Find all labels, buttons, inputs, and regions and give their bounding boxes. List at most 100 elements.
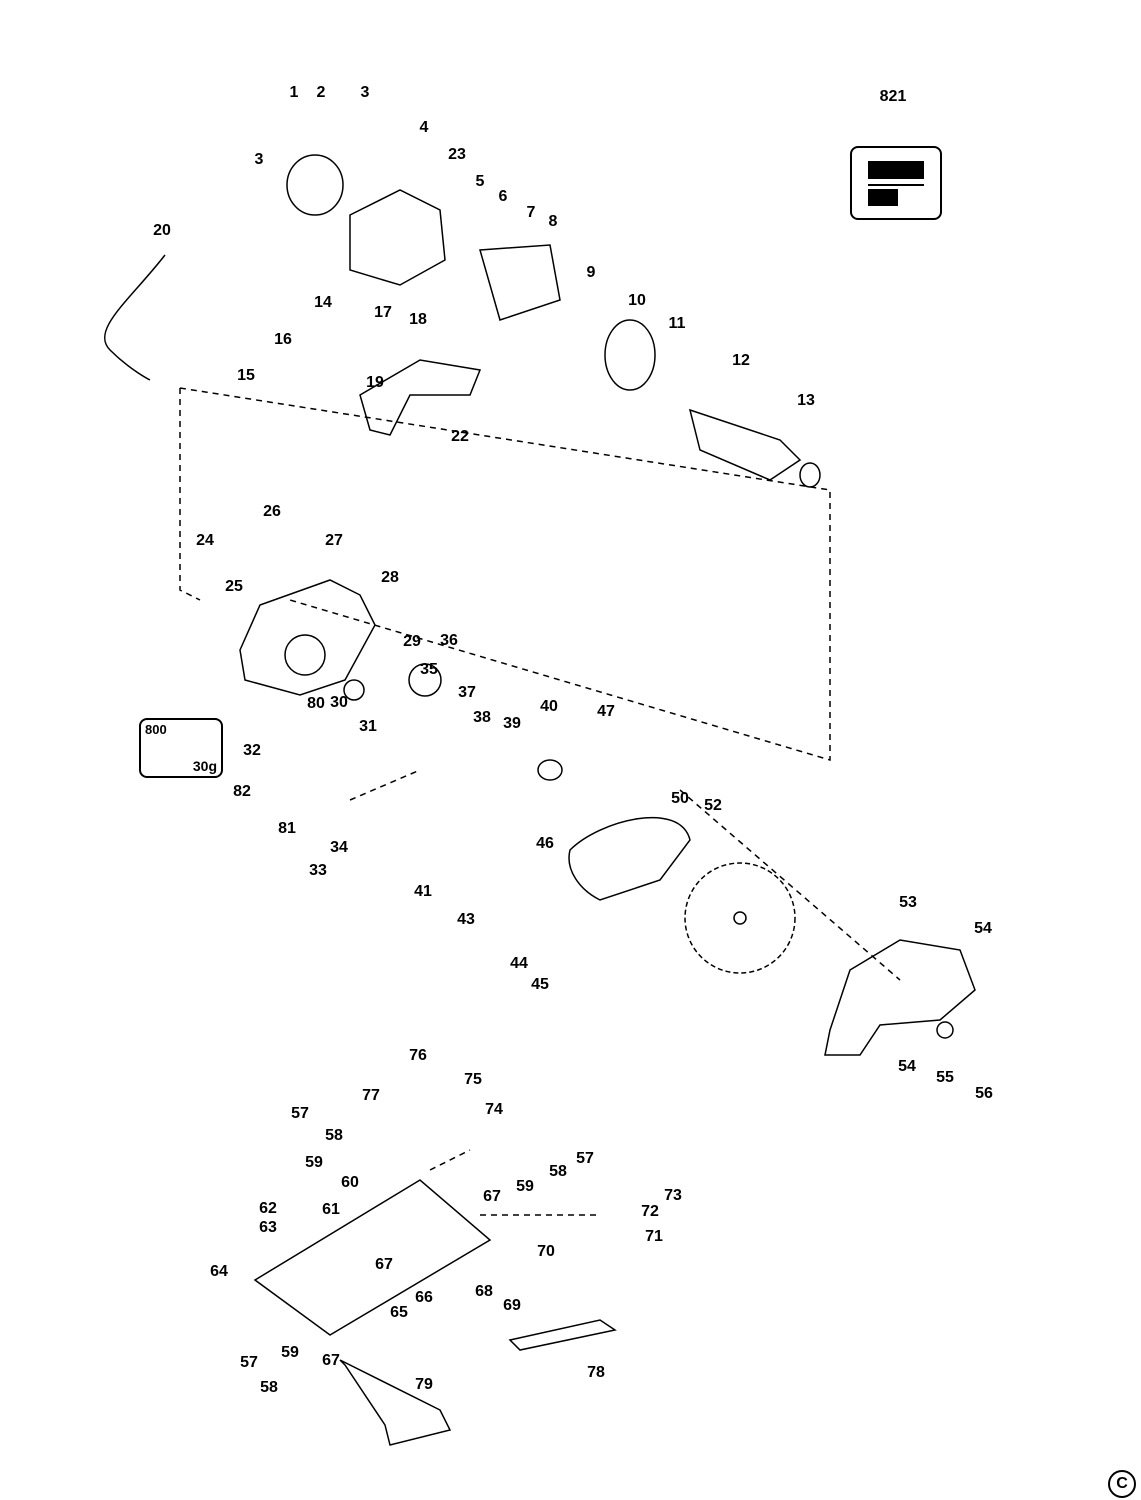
part-callout-47: 47	[597, 703, 615, 720]
part-callout-80: 80	[307, 695, 325, 712]
part-callout-31: 31	[359, 718, 377, 735]
part-callout-27: 27	[325, 532, 343, 549]
part-callout-17: 17	[374, 304, 392, 321]
spindle-bearing	[408, 663, 442, 697]
part-callout-65: 65	[390, 1304, 408, 1321]
part-callout-54: 54	[974, 920, 992, 937]
blade-arbor	[733, 911, 747, 925]
part-callout-73: 73	[664, 1187, 682, 1204]
rip-fence	[339, 1359, 452, 1446]
handle	[359, 359, 482, 436]
part-callout-67: 67	[322, 1352, 340, 1369]
clamp-washer	[936, 1021, 954, 1039]
part-callout-2: 2	[316, 84, 326, 101]
base-plate	[253, 1179, 492, 1336]
part-callout-41: 41	[414, 883, 432, 900]
part-callout-70: 70	[537, 1243, 555, 1260]
part-callout-56: 56	[975, 1085, 993, 1102]
blade-guard	[568, 816, 691, 901]
bevel-bracket	[508, 1319, 617, 1351]
part-callout-32: 32	[243, 742, 261, 759]
field-housing	[349, 189, 446, 286]
spring	[537, 759, 563, 781]
part-callout-19: 19	[366, 374, 384, 391]
part-callout-58: 58	[260, 1379, 278, 1396]
part-callout-1: 1	[289, 84, 299, 101]
part-callout-77: 77	[362, 1087, 380, 1104]
baffle-ring	[604, 319, 656, 391]
copyright-icon: C	[1108, 1470, 1136, 1498]
part-callout-30: 30	[330, 694, 348, 711]
part-callout-67: 67	[375, 1256, 393, 1273]
part-callout-76: 76	[409, 1047, 427, 1064]
part-callout-59: 59	[305, 1154, 323, 1171]
part-callout-28: 28	[381, 569, 399, 586]
power-cord	[103, 254, 166, 381]
part-callout-53: 53	[899, 894, 917, 911]
part-callout-59: 59	[281, 1344, 299, 1361]
part-callout-74: 74	[485, 1101, 503, 1118]
part-callout-45: 45	[531, 976, 549, 993]
part-callout-11: 11	[668, 315, 686, 332]
part-callout-68: 68	[475, 1283, 493, 1300]
part-callout-78: 78	[587, 1364, 605, 1381]
grease-amount: 800	[145, 722, 167, 737]
part-callout-35: 35	[420, 661, 438, 678]
part-callout-64: 64	[210, 1263, 228, 1280]
assembly-dashed-line	[429, 1149, 600, 1216]
part-callout-20: 20	[153, 222, 171, 239]
part-callout-38: 38	[473, 709, 491, 726]
part-callout-63: 63	[259, 1219, 277, 1236]
part-callout-57: 57	[576, 1150, 594, 1167]
part-callout-37: 37	[458, 684, 476, 701]
part-callout-29: 29	[403, 633, 421, 650]
grease-weight: 30g	[192, 758, 217, 774]
part-callout-81: 81	[278, 820, 296, 837]
part-callout-75: 75	[464, 1071, 482, 1088]
part-callout-58: 58	[325, 1127, 343, 1144]
grease-box: 800 30g	[139, 718, 223, 778]
part-callout-60: 60	[341, 1174, 359, 1191]
part-callout-69: 69	[503, 1297, 521, 1314]
part-callout-58: 58	[549, 1163, 567, 1180]
field-coil	[479, 244, 561, 321]
part-callout-82: 82	[233, 783, 251, 800]
part-callout-79: 79	[415, 1376, 433, 1393]
part-callout-14: 14	[314, 294, 332, 311]
kit-icon	[850, 146, 942, 220]
part-callout-8: 8	[548, 213, 558, 230]
part-callout-22: 22	[451, 428, 469, 445]
part-callout-71: 71	[645, 1228, 663, 1245]
part-callout-36: 36	[440, 632, 458, 649]
part-callout-57: 57	[291, 1105, 309, 1122]
kit-label: 821	[879, 88, 907, 105]
part-callout-57: 57	[240, 1354, 258, 1371]
part-callout-40: 40	[540, 698, 558, 715]
part-callout-61: 61	[322, 1201, 340, 1218]
lower-guard	[824, 939, 976, 1056]
part-callout-4: 4	[419, 119, 429, 136]
part-callout-43: 43	[457, 911, 475, 928]
part-callout-7: 7	[526, 204, 536, 221]
part-callout-13: 13	[797, 392, 815, 409]
part-callout-59: 59	[516, 1178, 534, 1195]
part-callout-39: 39	[503, 715, 521, 732]
part-callout-52: 52	[704, 797, 722, 814]
assembly-dashed-line	[349, 769, 901, 981]
part-callout-24: 24	[196, 532, 214, 549]
part-callout-62: 62	[259, 1200, 277, 1217]
part-callout-12: 12	[732, 352, 750, 369]
part-callout-50: 50	[671, 790, 689, 807]
part-callout-55: 55	[936, 1069, 954, 1086]
part-callout-33: 33	[309, 862, 327, 879]
part-callout-5: 5	[475, 173, 485, 190]
part-callout-44: 44	[510, 955, 528, 972]
assembly-dashed-line	[179, 387, 831, 762]
part-callout-16: 16	[274, 331, 292, 348]
part-callout-6: 6	[498, 188, 508, 205]
part-callout-3: 3	[254, 151, 264, 168]
gear-case	[239, 579, 376, 696]
part-callout-26: 26	[263, 503, 281, 520]
armature	[688, 408, 802, 481]
